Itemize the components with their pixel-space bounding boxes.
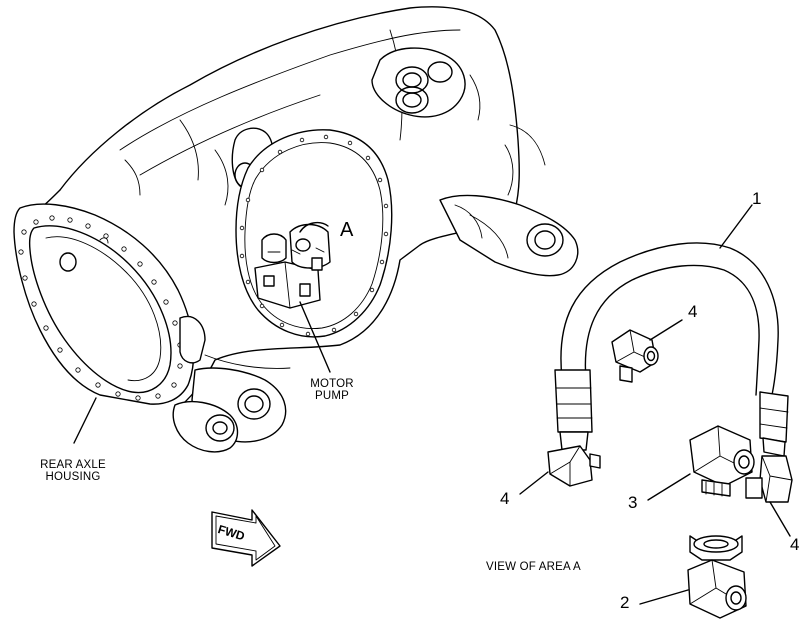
callout-2: 2 [620, 593, 630, 612]
axle-housing-drawing [13, 6, 579, 453]
flange-bolt-holes [18, 215, 183, 401]
motor-pump-label-line2: PUMP [314, 390, 350, 403]
motor-pump-label: MOTOR PUMP [300, 378, 364, 402]
view-of-area-a-caption: VIEW OF AREA A [486, 561, 581, 573]
motor-pump-unit [254, 221, 331, 309]
elbow-middle-fitting [647, 425, 755, 501]
callout-1: 1 [752, 189, 762, 208]
hose-assembly [554, 204, 789, 457]
callout-3: 3 [628, 493, 638, 512]
motor-pump-label-line1: MOTOR [310, 378, 354, 390]
elbow-left-fitting [519, 445, 601, 495]
area-a-marker: A [340, 219, 354, 241]
callout-4-right: 4 [790, 535, 800, 554]
rear-axle-housing-label: REAR AXLE HOUSING [28, 459, 118, 483]
circle-bolt-holes [239, 134, 389, 337]
rear-axle-housing-label-line2: HOUSING [45, 471, 101, 484]
elbow-top-fitting [611, 319, 683, 383]
callout-4-top: 4 [688, 302, 698, 321]
callout-4-left: 4 [500, 489, 510, 508]
elbow-lower-fitting [639, 535, 747, 619]
elbow-right-fitting [745, 455, 793, 537]
rear-axle-housing-label-line1: REAR AXLE [40, 459, 106, 471]
fwd-arrow-shape [211, 509, 281, 567]
